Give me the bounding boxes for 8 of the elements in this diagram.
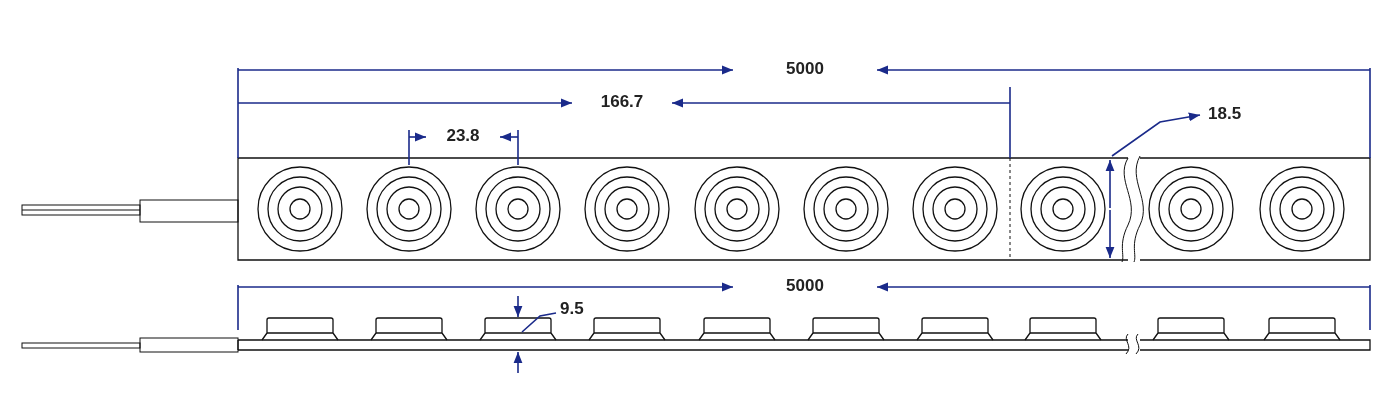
leader-line: [521, 312, 557, 333]
dimension-label: 166.7: [600, 92, 644, 112]
dimension-label: 5000: [786, 59, 824, 79]
dimension-label: 5000: [786, 276, 824, 296]
leader-line: [1111, 112, 1201, 157]
dimension-label: 18.5: [1208, 104, 1242, 124]
dimension-label: 23.8: [446, 126, 480, 146]
dimension-label: 9.5: [560, 299, 584, 319]
